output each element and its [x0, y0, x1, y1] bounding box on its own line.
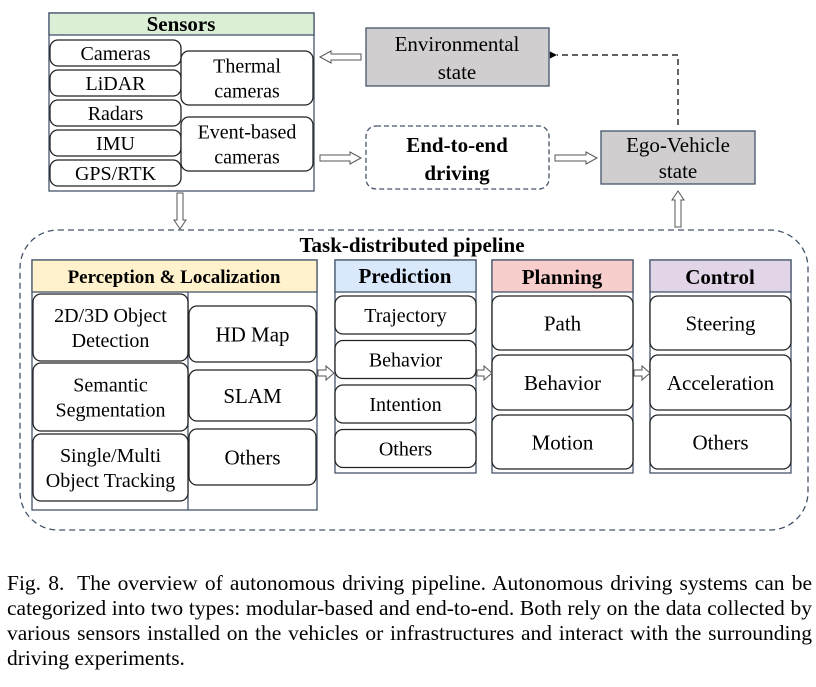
pipeline-frame [19, 229, 809, 531]
perception-item-slam: SLAM [188, 369, 317, 422]
caption-label: Fig. 8. [7, 571, 65, 595]
planning-item-label: Motion [532, 430, 594, 454]
prediction-title: Prediction [359, 264, 452, 288]
planning-item-path: Path [491, 295, 634, 351]
control-item-others: Others [649, 414, 792, 470]
control-item-acceleration: Acceleration [649, 354, 792, 411]
prediction-item-others: Others [334, 428, 477, 469]
sensor-item-label: cameras [214, 81, 280, 103]
sensors-header [48, 12, 315, 36]
sensor-item-gps-rtk: GPS/RTK [49, 159, 182, 187]
prediction-item-trajectory: Trajectory [334, 295, 477, 335]
arrow-prediction-to-planning [476, 364, 493, 382]
perception-item-label: SLAM [223, 384, 282, 408]
prediction-item-label: Behavior [369, 350, 443, 372]
prediction-item-label: Trajectory [364, 305, 447, 327]
perception-item-label: Single/Multi [60, 445, 162, 467]
environmental-state-line1: Environmental [395, 32, 520, 56]
arrow-sensors-to-pipeline [173, 192, 187, 230]
ego-vehicle-line2: state [659, 159, 697, 183]
sensor-item-label: Cameras [81, 43, 151, 65]
end-to-end-line2: driving [424, 161, 490, 185]
control-item-label: Steering [686, 311, 756, 335]
arrow-pipeline-to-ego [671, 190, 685, 228]
perception-item-hd-map: HD Map [188, 305, 317, 363]
sensor-item-event-based-cameras: Event-based cameras [180, 116, 314, 172]
caption-text: The overview of autonomous driving pipel… [7, 571, 812, 670]
sensor-item-radars: Radars [49, 99, 182, 127]
sensor-item-cameras: Cameras [49, 39, 182, 67]
sensor-item-label: Event-based [198, 122, 297, 144]
sensor-item-label: GPS/RTK [75, 163, 157, 185]
sensor-item-label: IMU [96, 133, 135, 155]
arrow-env-to-sensors [318, 50, 362, 64]
figure-caption: Fig. 8. The overview of autonomous drivi… [7, 571, 812, 671]
control-title: Control [685, 265, 755, 289]
prediction-item-label: Others [379, 439, 433, 461]
end-to-end-driving-box: End-to-end driving [365, 125, 550, 190]
arrow-perception-to-prediction [317, 364, 335, 382]
sensor-item-label: Thermal [213, 56, 281, 78]
perception-localization-column: Perception & Localization 2D/3D ObjectDe… [31, 259, 318, 511]
planning-item-label: Path [544, 311, 582, 335]
perception-item-label: Object Tracking [46, 470, 175, 492]
arrow-ego-to-env-dashed [549, 51, 679, 125]
sensor-item-label: Radars [88, 103, 144, 125]
end-to-end-line1: End-to-end [406, 133, 508, 157]
perception-item-label: 2D/3D Object [54, 305, 167, 327]
sensor-item-thermal-cameras: Thermal cameras [180, 50, 314, 106]
planning-title: Planning [522, 265, 603, 289]
arrow-e2e-to-ego [554, 151, 599, 165]
sensor-item-lidar: LiDAR [49, 69, 182, 97]
planning-item-behavior: Behavior [491, 354, 634, 411]
arrow-planning-to-control [633, 364, 651, 382]
prediction-item-behavior: Behavior [334, 339, 477, 380]
planning-item-motion: Motion [491, 414, 634, 470]
prediction-column: Prediction TrajectoryBehaviorIntentionOt… [334, 259, 477, 474]
sensors-title: Sensors [147, 12, 216, 36]
task-distributed-pipeline: Task-distributed pipeline Perception & L… [19, 229, 809, 531]
perception-item-label: Segmentation [56, 400, 166, 422]
perception-item-label: HD Map [215, 322, 289, 346]
environmental-state-line2: state [438, 60, 476, 84]
control-item-steering: Steering [649, 295, 792, 351]
perception-title: Perception & Localization [68, 267, 281, 288]
ego-vehicle-line1: Ego-Vehicle [626, 133, 730, 157]
perception-item-label: Detection [72, 330, 150, 352]
planning-item-label: Behavior [524, 371, 601, 395]
ego-vehicle-state-box: Ego-Vehicle state [600, 130, 756, 185]
prediction-item-intention: Intention [334, 384, 477, 424]
sensor-item-label: cameras [214, 147, 280, 169]
perception-item-label: Semantic [73, 375, 148, 397]
prediction-item-label: Intention [369, 394, 441, 416]
perception-item-others: Others [188, 428, 317, 486]
perception-item-label: Others [225, 445, 281, 469]
control-item-label: Others [693, 430, 749, 454]
arrow-sensors-to-e2e [319, 151, 363, 165]
control-item-label: Acceleration [667, 371, 775, 395]
sensor-item-imu: IMU [49, 129, 182, 157]
sensor-item-label: LiDAR [86, 73, 147, 95]
pipeline-title: Task-distributed pipeline [299, 233, 524, 257]
environmental-state-box: Environmental state [365, 27, 550, 87]
